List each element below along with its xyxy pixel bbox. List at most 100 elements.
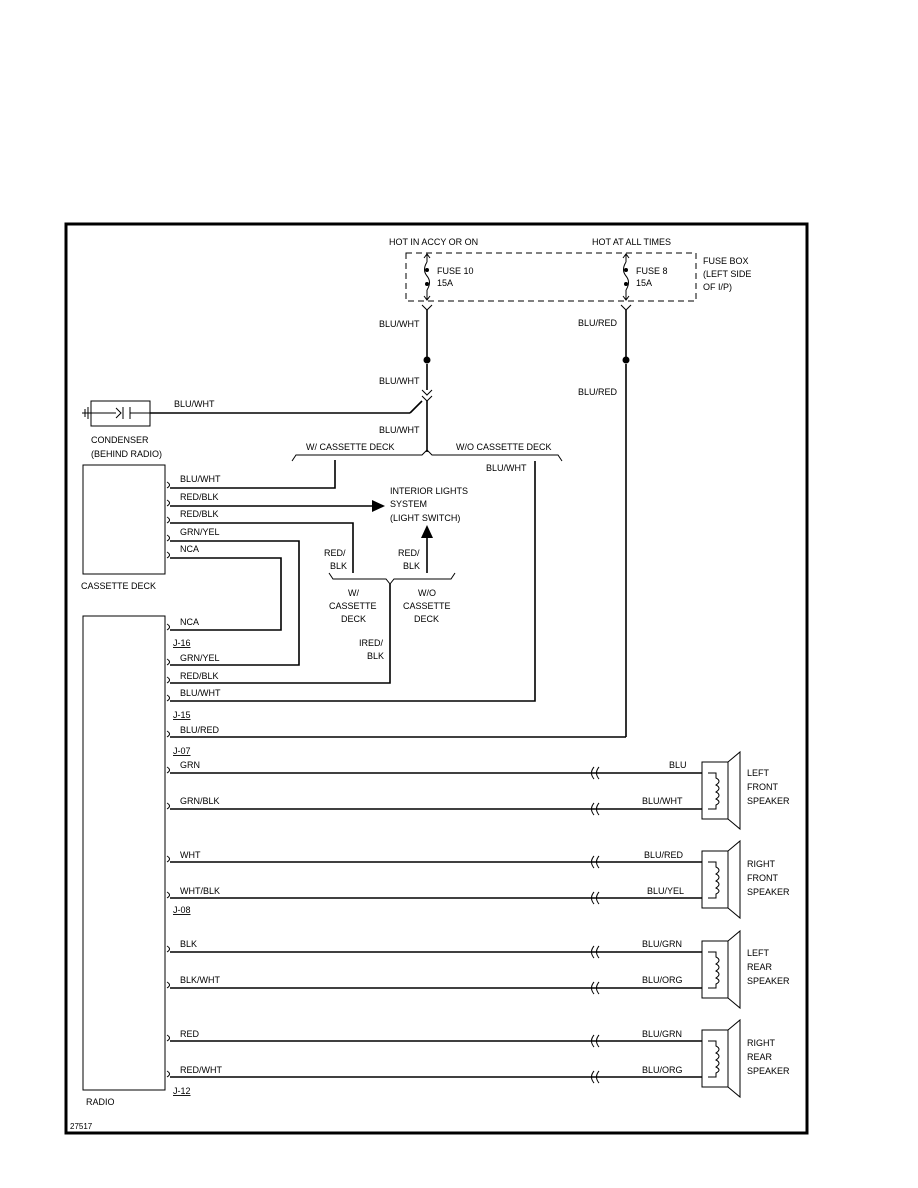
fuse-box-label: FUSE BOX <box>703 256 749 266</box>
fuse-8-out-connector <box>620 304 632 311</box>
branch-wo-cassette: CASSETTE <box>403 601 451 611</box>
fuse8-splice <box>622 356 630 364</box>
right-rear-speaker-label-3: SPEAKER <box>747 1066 790 1076</box>
cassette-pin-blu-wht <box>170 460 336 489</box>
cassette-wire-label-red-blk-1: RED/BLK <box>180 492 219 502</box>
fuse-10-out-connector <box>421 304 433 311</box>
rr-speaker-label-blu-grn: BLU/GRN <box>642 1029 682 1039</box>
cassette-pin-connector-1 <box>166 481 170 489</box>
fuse-10-rating: 15A <box>437 278 453 288</box>
radio-connector-red-blk <box>166 676 170 684</box>
cassette-wire-label-grn-yel: GRN/YEL <box>180 527 220 537</box>
left-front-speaker-symbol <box>701 750 741 831</box>
left-rear-speaker-label-3: SPEAKER <box>747 976 790 986</box>
cassette-deck-label: CASSETTE DECK <box>81 581 156 591</box>
cassette-wire-label-nca: NCA <box>180 544 199 554</box>
fuse-box-location-1: (LEFT SIDE <box>703 269 751 279</box>
radio-wire-label-red: RED <box>180 1029 200 1039</box>
right-front-speaker-label-1: RIGHT <box>747 859 776 869</box>
condenser-symbol <box>82 400 151 427</box>
radio-wire-label-wht: WHT <box>180 850 201 860</box>
cassette-branch-brace <box>291 449 563 462</box>
branch-wo-cassette-deck: W/O CASSETTE DECK <box>456 442 552 452</box>
radio-pin-blu-wht-wire <box>170 461 536 702</box>
branch-w: W/ <box>348 588 359 598</box>
right-front-speaker-label-3: SPEAKER <box>747 887 790 897</box>
lr-speaker-label-blu-grn: BLU/GRN <box>642 939 682 949</box>
fuse10-splice <box>423 356 431 364</box>
right-rear-speaker-label-2: REAR <box>747 1052 773 1062</box>
radio-connector-nca <box>166 623 170 631</box>
connector-j08: J-08 <box>173 905 191 915</box>
wire-label-blu-wht-1: BLU/WHT <box>379 319 420 329</box>
speaker-inline-connectors <box>591 766 600 1084</box>
interior-light-arrow <box>372 500 385 512</box>
lf-speaker-label-blu: BLU <box>669 760 687 770</box>
lr-speaker-label-blu-org: BLU/ORG <box>642 975 683 985</box>
left-rear-speaker-symbol <box>701 929 741 1010</box>
wire-label-red-split-1: RED/ <box>324 548 346 558</box>
radio-speaker-pin-connectors <box>166 766 170 1078</box>
connector-j07: J-07 <box>173 746 191 756</box>
radio-connector-blu-red <box>166 730 170 738</box>
branch-w-deck: DECK <box>341 614 366 624</box>
fuse-8-rating: 15A <box>636 278 652 288</box>
wire-label-blu-wht-3: BLU/WHT <box>379 425 420 435</box>
radio-wire-label-red-blk: RED/BLK <box>180 671 219 681</box>
connector-j12: J-12 <box>173 1086 191 1096</box>
rf-speaker-label-blu-yel: BLU/YEL <box>647 886 684 896</box>
radio-wire-label-blu-red: BLU/RED <box>180 725 220 735</box>
radio-pin-red-blk-wire <box>170 584 391 684</box>
rf-speaker-label-blu-red: BLU/RED <box>644 850 684 860</box>
radio-connector-blu-wht <box>166 694 170 702</box>
condenser-wire-diag <box>409 400 423 414</box>
right-front-speaker-label-2: FRONT <box>747 873 778 883</box>
fuse10-inline-connector <box>421 389 433 402</box>
lower-branch-brace <box>328 572 456 585</box>
condenser-location: (BEHIND RADIO) <box>91 449 162 459</box>
diagram-frame <box>64 222 809 1135</box>
wire-label-red-split-2: RED/ <box>398 548 420 558</box>
radio-wire-label-nca: NCA <box>180 617 199 627</box>
fuse-8-symbol <box>622 253 630 301</box>
cassette-deck-box <box>82 464 166 575</box>
cassette-pin-connector-2 <box>166 499 170 507</box>
left-rear-speaker-label-2: REAR <box>747 962 773 972</box>
branch-w-cassette: CASSETTE <box>329 601 377 611</box>
wire-label-blu-wht-condenser: BLU/WHT <box>174 399 215 409</box>
radio-wire-label-blk: BLK <box>180 939 197 949</box>
radio-wire-label-wht-blk: WHT/BLK <box>180 886 220 896</box>
interior-lights-label-2: SYSTEM <box>390 499 427 509</box>
interior-lights-label-1: INTERIOR LIGHTS <box>390 486 468 496</box>
right-rear-speaker-label-1: RIGHT <box>747 1038 776 1048</box>
cassette-pin-connector-4 <box>166 534 170 542</box>
radio-wire-label-grn-blk: GRN/BLK <box>180 796 220 806</box>
branch-wo: W/O <box>418 588 436 598</box>
branch-wo-deck: DECK <box>414 614 439 624</box>
fuse-10-symbol <box>423 253 431 301</box>
rr-speaker-label-blu-org: BLU/ORG <box>642 1065 683 1075</box>
wire-label-blu-wht-2: BLU/WHT <box>379 376 420 386</box>
wire-label-blk-split-1: BLK <box>330 561 347 571</box>
radio-box <box>82 615 166 1091</box>
right-front-speaker-symbol <box>701 839 741 920</box>
cassette-pin-nca <box>170 557 282 631</box>
wire-label-blu-red-2: BLU/RED <box>578 387 618 397</box>
branch-w-cassette-deck: W/ CASSETTE DECK <box>306 442 395 452</box>
cassette-pin-connector-5 <box>166 551 170 559</box>
wire-label-blu-wht-wo: BLU/WHT <box>486 463 527 473</box>
radio-wire-label-blk-wht: BLK/WHT <box>180 975 221 985</box>
lf-speaker-label-blu-wht: BLU/WHT <box>642 796 683 806</box>
radio-connector-grn-yel <box>166 658 170 666</box>
left-front-speaker-label-3: SPEAKER <box>747 796 790 806</box>
hot-all-times-label: HOT AT ALL TIMES <box>592 237 671 247</box>
wire-label-ired: IRED/ <box>359 638 384 648</box>
connector-j15: J-15 <box>173 710 191 720</box>
figure-id: 27517 <box>70 1122 93 1131</box>
left-rear-speaker-label-1: LEFT <box>747 948 770 958</box>
left-front-speaker-label-2: FRONT <box>747 782 778 792</box>
fuse-box-outline <box>405 252 697 302</box>
wire-label-ired-blk: BLK <box>367 651 384 661</box>
right-rear-speaker-symbol <box>701 1018 741 1099</box>
